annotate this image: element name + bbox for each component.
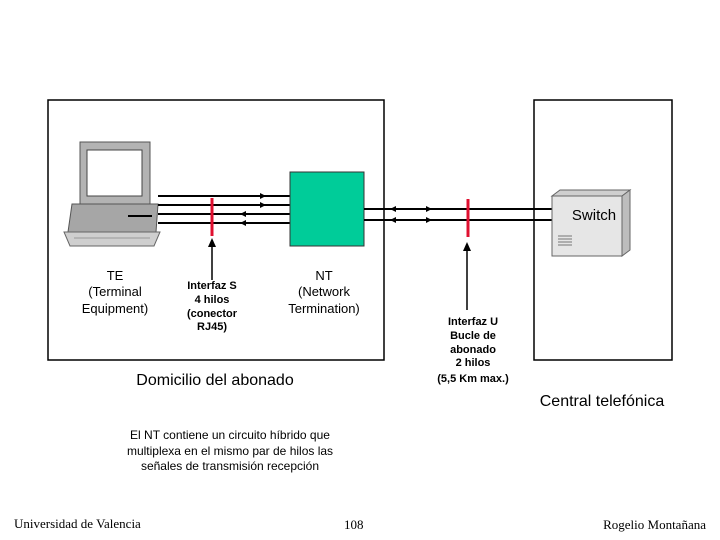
u-interface-wires: [364, 206, 558, 223]
central-label: Central telefónica: [539, 393, 665, 410]
switch-device: [550, 189, 632, 257]
computer-icon: [63, 141, 161, 247]
interfaz-u-distance: (5,5 Km max.): [437, 373, 509, 385]
domicilio-box: [47, 99, 385, 361]
u-interface-pointer: [463, 242, 471, 310]
page-number: 108: [344, 517, 364, 532]
central-box: [533, 99, 673, 361]
nt-label: NT (Network Termination): [288, 268, 360, 316]
nt-note: El NT contiene un circuito híbrido que m…: [126, 428, 334, 474]
domicilio-label: Domicilio del abonado: [136, 372, 294, 389]
s-interface-wires: [158, 193, 290, 226]
footer-author: Rogelio Montañana: [603, 517, 706, 532]
footer-institution: Universidad de Valencia: [14, 516, 141, 531]
nt-box: [289, 171, 365, 247]
switch-label: Switch: [571, 207, 617, 224]
s-interface-pointer: [208, 238, 216, 280]
interfaz-u-label: Interfaz U Bucle de abonado 2 hilos: [447, 316, 499, 370]
te-label: TE (Terminal Equipment): [81, 268, 149, 316]
interfaz-s-label: Interfaz S 4 hilos (conector RJ45): [186, 280, 238, 334]
